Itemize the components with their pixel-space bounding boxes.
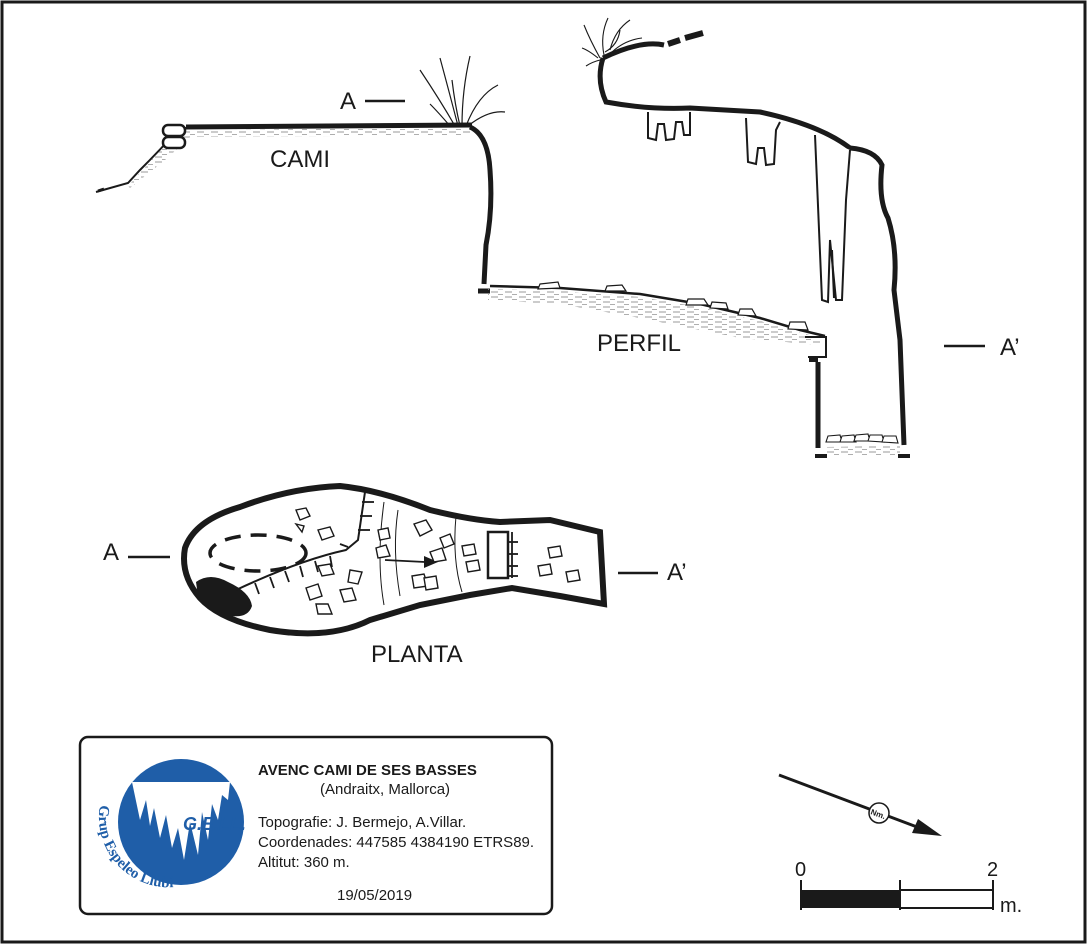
vegetation-icon <box>581 17 643 67</box>
coordinates-text: Coordenades: 447585 4384190 ETRS89. <box>258 834 534 851</box>
plan-view-label: PLANTA <box>371 641 463 668</box>
profile-section-label-a-prime: A’ <box>1000 334 1020 361</box>
cave-location: (Andraitx, Mallorca) <box>320 781 450 798</box>
boulder-icon <box>825 433 899 444</box>
profile-section: A A’ CAMI PERFIL <box>95 17 1020 458</box>
plan-section-label-a-prime: A’ <box>667 559 687 586</box>
stalactite-icon <box>647 112 851 304</box>
plan-section: A A’ PLANTA <box>103 482 687 668</box>
surface-left <box>95 122 473 193</box>
vegetation-icon <box>419 55 506 127</box>
scale-bar: 0 2 m. <box>795 859 1022 917</box>
plan-section-label-a: A <box>103 539 119 566</box>
profile-section-label-a: A <box>340 88 356 115</box>
survey-date: 19/05/2019 <box>337 887 412 904</box>
boulder-icon <box>537 281 809 331</box>
scale-unit-label: m. <box>1000 895 1022 917</box>
altitude-text: Altitut: 360 m. <box>258 854 350 871</box>
club-logo-name: G.E.LL. <box>183 814 246 834</box>
scale-start-label: 0 <box>795 859 806 881</box>
cave-ceiling <box>597 41 907 446</box>
north-arrow-icon: Nm. <box>778 773 942 836</box>
title-block: G.E.LL. Grup Espeleo Llubí AVENC CAMI DE… <box>78 735 554 916</box>
club-logo: G.E.LL. Grup Espeleo Llubí <box>95 759 246 891</box>
plan-deep-pit <box>196 577 252 617</box>
plan-step <box>486 530 510 580</box>
plan-overhead-outline <box>208 533 308 573</box>
topography-credits: Topografie: J. Bermejo, A.Villar. <box>258 814 466 831</box>
scale-end-label: 2 <box>987 859 998 881</box>
cave-wall-left <box>468 124 494 285</box>
cave-title: AVENC CAMI DE SES BASSES <box>258 762 477 779</box>
boulder-icon <box>294 507 581 615</box>
plan-outline <box>181 482 608 637</box>
profile-view-label: PERFIL <box>597 330 681 357</box>
slope-arrow-icon <box>384 556 438 568</box>
path-label: CAMI <box>270 146 330 173</box>
